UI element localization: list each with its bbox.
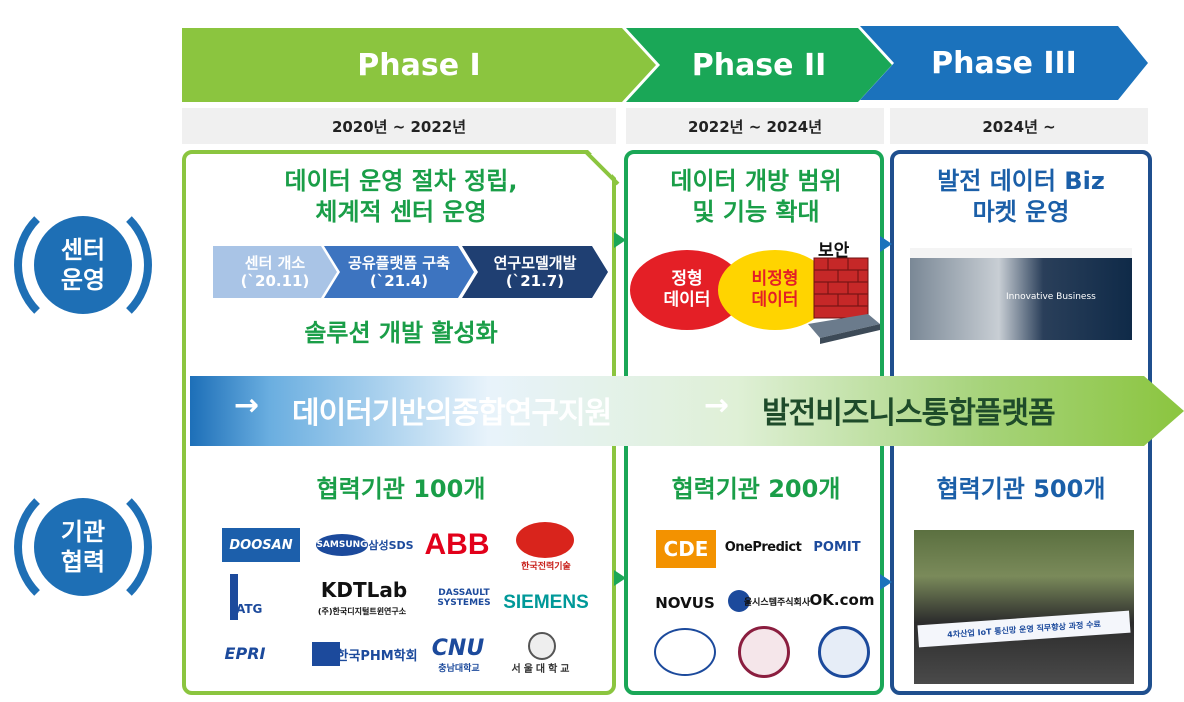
band-right-text: 발전비즈니스통합플랫폼 [762, 396, 1056, 431]
logo-ulsystem: 울시스템주식회사 [743, 597, 811, 608]
connector-arrow-2 [880, 236, 892, 252]
phase1-period: 2020년 ~ 2022년 [182, 108, 616, 144]
phm-emblem-icon [312, 642, 340, 666]
hanyang-emblem-icon [818, 626, 870, 678]
step2-line1: 공유플랫폼 구축 [348, 254, 450, 272]
phase3-period: 2024년 ~ [890, 108, 1148, 144]
phase3-title-line2: 마켓 운영 [972, 197, 1070, 226]
unstructured-line2: 데이터 [751, 290, 799, 310]
step-center-open: 센터 개소(`20.11) [213, 246, 337, 298]
inst-line2: 협력 [60, 548, 106, 576]
structured-line2: 데이터 [663, 290, 711, 310]
phase2-partners: 협력기관 200개 [671, 475, 841, 503]
phase1-title: 데이터 운영 절차 정립, 체계적 센터 운영 [186, 166, 616, 227]
logo-onepredict: OnePredict [724, 539, 802, 555]
phase1-title-line2: 체계적 센터 운영 [315, 197, 487, 226]
step2-line2: (`21.4) [369, 272, 429, 290]
phase1-subtitle: 솔루션 개발 활성화 [304, 319, 498, 347]
logo-kdtlab-sub: (주)한국디지털트윈연구소 [317, 606, 407, 616]
step3-line1: 연구모델개발 [493, 254, 577, 272]
phase1-arrow: Phase I [182, 28, 656, 102]
logo-siemens: SIEMENS [503, 592, 589, 613]
band-arrow-right: → [704, 388, 729, 423]
logo-snu: 서울대학교 [511, 663, 573, 675]
phase3-arrow: Phase III [860, 26, 1148, 100]
logo-kepco-enc: 한국전력기술 [521, 561, 571, 572]
phase2-title: 데이터 개방 범위 및 기능 확대 [628, 166, 884, 227]
logo-atg: ATG [236, 602, 263, 616]
logo-pomit: POMIT [813, 539, 861, 555]
phase3-title: 발전 데이터 Biz 마켓 운영 [892, 166, 1150, 227]
unstructured-line1: 비정형 [751, 268, 799, 289]
logo-novus: NOVUS [655, 594, 715, 612]
connector-arrow-1 [614, 232, 626, 248]
ulsystem-emblem-icon [728, 590, 750, 612]
logo-epri: EPRI [224, 643, 266, 663]
phase2-title-line2: 및 기능 확대 [692, 197, 820, 226]
logo-cnu-sub: 충남대학교 [438, 663, 480, 674]
university-emblem-icon [738, 626, 790, 678]
logo-phm: 한국PHM학회 [336, 648, 418, 664]
phase2-period: 2022년 ~ 2024년 [626, 108, 884, 144]
training-banner: 4차산업 IoT 통신망 운영 직무향상 과정 수료 [917, 610, 1131, 648]
phase3-partners: 협력기관 500개 [936, 475, 1106, 503]
phase2-title-line1: 데이터 개방 범위 [670, 167, 842, 195]
phase1-title-line1: 데이터 운영 절차 정립, [284, 167, 518, 195]
cau-emblem-icon [654, 628, 716, 676]
logo-kdtlab: KDTLab [320, 578, 408, 602]
logo-abb: ABB [424, 528, 490, 561]
step-model-dev: 연구모델개발(`21.7) [462, 246, 608, 298]
phase2-arrow: Phase II [626, 28, 892, 102]
logo-doosan: DOOSAN [222, 528, 300, 562]
logo-cde: CDE [656, 530, 716, 568]
logo-cnu: CNU [431, 635, 485, 661]
logo-samsung: SAMSUNG [316, 534, 368, 556]
logo-okcom: OK.com [809, 591, 875, 609]
training-group-photo: 4차산업 IoT 통신망 운영 직무향상 과정 수료 [914, 530, 1134, 684]
kepco-enc-emblem-icon [516, 522, 574, 558]
phase3-title-line1: 발전 데이터 Biz [937, 167, 1105, 195]
band-left-text: 데이터기반의종합연구지원 [292, 396, 612, 431]
security-label: 보안 [818, 241, 850, 261]
phase1-partners: 협력기관 100개 [316, 475, 486, 503]
platform-band [190, 376, 1184, 446]
marketplace-screenshot: Innovative Business [910, 248, 1132, 340]
center-op-line1: 센터 [60, 236, 106, 264]
step1-line1: 센터 개소 [244, 254, 306, 272]
logo-dassault: DASSAULT SYSTEMES [437, 588, 491, 608]
phase2-label: Phase II [691, 47, 827, 83]
center-op-line2: 운영 [60, 266, 106, 294]
step3-line2: (`21.7) [505, 272, 565, 290]
structured-line1: 정형 [671, 268, 703, 289]
band-arrow-left: → [234, 388, 259, 423]
marketplace-screen-text: Innovative Business [1006, 292, 1096, 302]
phase1-label: Phase I [357, 47, 481, 83]
inst-line1: 기관 [60, 518, 106, 546]
connector-arrow-4 [880, 574, 892, 590]
step-platform-build: 공유플랫폼 구축(`21.4) [324, 246, 474, 298]
firewall-icon [808, 257, 880, 344]
snu-emblem-icon [528, 632, 556, 660]
phase3-label: Phase III [931, 45, 1077, 81]
phase1-box-corner [584, 146, 624, 186]
atg-bar-icon [230, 574, 238, 620]
logo-samsung-sds: 삼성SDS [368, 539, 414, 552]
step1-line2: (`20.11) [240, 272, 310, 290]
connector-arrow-3 [614, 570, 626, 586]
